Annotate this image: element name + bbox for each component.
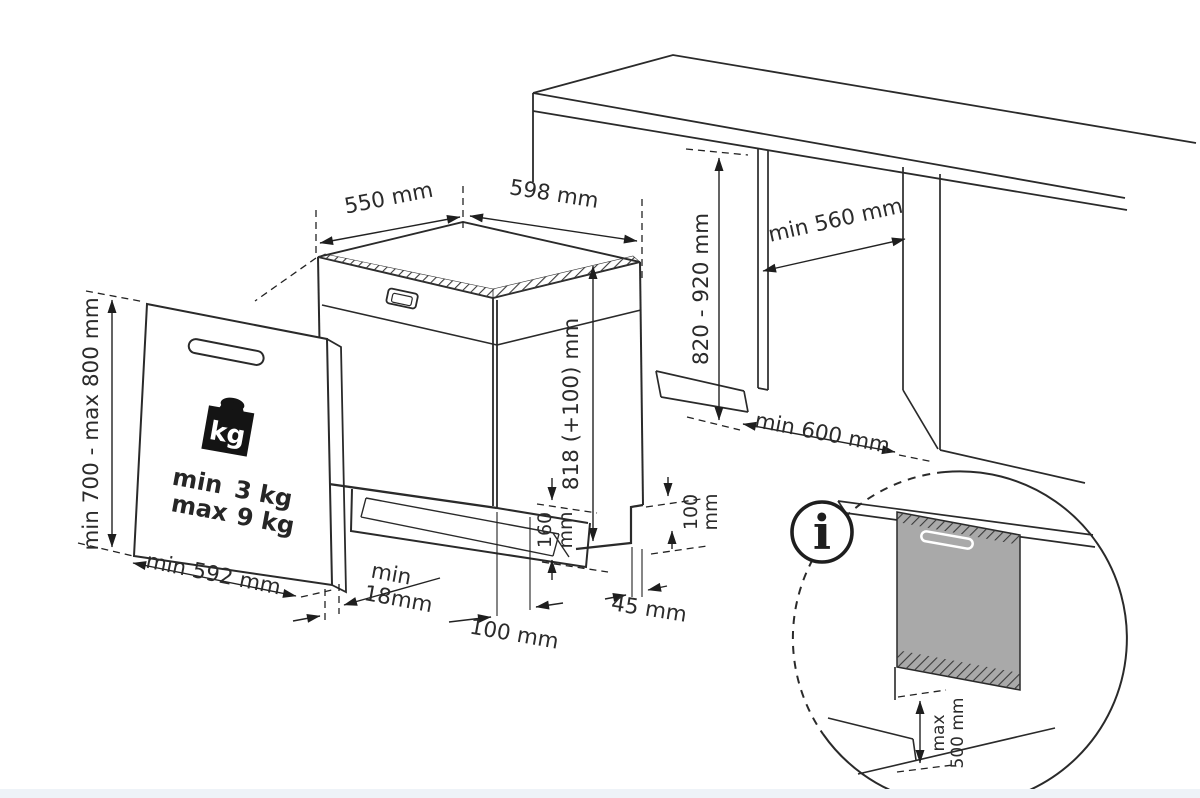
dishwasher-body	[317, 221, 644, 569]
dimension-top-width: 598 mm	[469, 175, 638, 244]
dishwasher-handle	[385, 287, 419, 310]
dimension-foot-setback: 45 mm	[604, 547, 689, 628]
door-height-label: min 700 - max 800 mm	[79, 297, 104, 550]
foot-height-value: 100	[680, 494, 702, 530]
niche-width-label: min 600 mm	[753, 408, 892, 459]
info-symbol: i	[813, 505, 831, 561]
dimension-foot-height: 100 mm	[645, 477, 722, 555]
foot-height-unit: mm	[700, 493, 722, 530]
detail-panel-top-hatch	[897, 512, 1020, 545]
top-depth-label: 550 mm	[342, 178, 435, 220]
kg-weight-icon: kg	[201, 397, 255, 457]
niche-left-plinth	[655, 370, 749, 413]
overhang-label: max	[929, 714, 949, 751]
detail-cabinet-base	[827, 667, 1056, 775]
dimension-overhang: max 500 mm	[896, 689, 968, 773]
front-foot-label: 100 mm	[468, 614, 561, 654]
foot-setback-label: 45 mm	[609, 591, 688, 628]
detail-door-handle	[920, 530, 974, 550]
detail-circle-dashed-arc	[791, 471, 946, 735]
dishwasher-rear-foot	[575, 503, 644, 551]
dimension-height: 818 (+100) mm	[559, 265, 598, 542]
kg-badge-label: kg	[207, 416, 248, 452]
niche-depth-label: min 560 mm	[766, 194, 905, 248]
niche-height-label: 820 - 920 mm	[689, 213, 714, 365]
dimension-niche-height: 820 - 920 mm	[685, 148, 749, 431]
control-panel-line	[321, 304, 498, 346]
detail-circle: max 500 mm i	[790, 470, 1128, 798]
dimension-niche-depth: min 560 mm	[762, 194, 906, 273]
height-label: 818 (+100) mm	[559, 318, 584, 490]
overhang-value: 500 mm	[948, 698, 968, 769]
top-width-label: 598 mm	[508, 175, 601, 214]
kick-height-value: 160	[534, 512, 556, 548]
detail-panel-bottom-hatch	[897, 650, 1020, 690]
dimension-top-depth: 550 mm	[319, 178, 461, 246]
door-gap-value: 18mm	[362, 581, 435, 618]
info-icon: i	[790, 500, 854, 564]
dimension-niche-width: min 600 mm	[742, 408, 935, 463]
countertop	[532, 54, 1197, 211]
dimension-kick-height: 160 mm	[534, 478, 609, 580]
dishwasher-top-seal-right	[492, 255, 641, 299]
kick-plate	[349, 488, 591, 569]
dimension-door-height: min 700 - max 800 mm	[77, 290, 146, 557]
niche-cabinet	[655, 149, 1086, 484]
furniture-door-panel: kg min 3 kg max 9 kg	[132, 302, 347, 594]
door-handle	[187, 338, 265, 366]
dishwasher-extension-lines	[254, 186, 643, 302]
footer-strip	[0, 789, 1200, 798]
kick-height-unit: mm	[555, 511, 577, 548]
